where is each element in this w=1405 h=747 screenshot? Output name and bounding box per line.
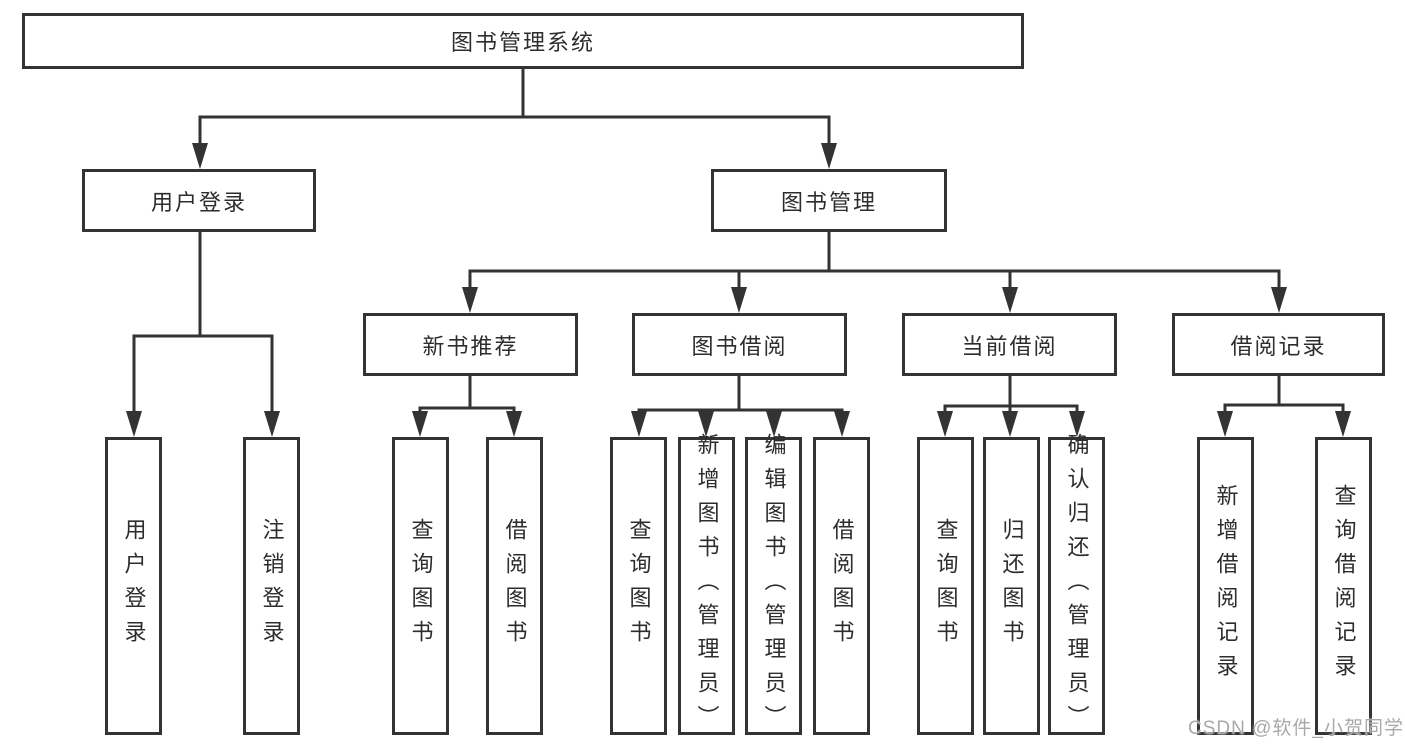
node-bb-query-books: 查询图书	[610, 437, 667, 735]
arrowheads	[126, 143, 1351, 437]
csdn-watermark: CSDN @软件_小贺同学	[1188, 718, 1404, 739]
node-bb-edit-books-admin: 编辑图书（管理员）	[745, 433, 802, 739]
node-cb-return-books: 归还图书	[983, 437, 1040, 735]
leaf-label: 查询图书	[408, 518, 434, 654]
leaf-label: 注销登录	[259, 518, 285, 654]
node-logout: 注销登录	[243, 437, 300, 735]
node-user-login-leaf: 用户登录	[105, 437, 162, 735]
leaf-label: 归还图书	[999, 518, 1025, 654]
node-new-book-recommend: 新书推荐	[363, 313, 578, 376]
node-nr-borrow-books: 借阅图书	[486, 437, 543, 735]
leaf-label: 新增借阅记录	[1213, 484, 1239, 688]
node-cb-confirm-return-admin: 确认归还（管理员）	[1048, 433, 1105, 739]
leaf-label: 用户登录	[121, 518, 147, 654]
node-nr-query-books: 查询图书	[392, 437, 449, 735]
node-library-management-system: 图书管理系统	[22, 13, 1024, 69]
node-br-add-record: 新增借阅记录	[1197, 437, 1254, 735]
node-book-management: 图书管理	[711, 169, 947, 232]
node-bb-add-books-admin: 新增图书（管理员）	[678, 433, 735, 739]
node-bb-borrow-books: 借阅图书	[813, 437, 870, 735]
leaf-label: 借阅图书	[502, 518, 528, 654]
node-borrow-records: 借阅记录	[1172, 313, 1385, 376]
leaf-label: 编辑图书（管理员）	[761, 433, 787, 739]
node-book-borrow: 图书借阅	[632, 313, 847, 376]
node-current-borrow: 当前借阅	[902, 313, 1117, 376]
node-br-query-record: 查询借阅记录	[1315, 437, 1372, 735]
leaf-label: 借阅图书	[829, 518, 855, 654]
node-cb-query-books: 查询图书	[917, 437, 974, 735]
leaf-label: 确认归还（管理员）	[1064, 433, 1090, 739]
leaf-label: 查询图书	[933, 518, 959, 654]
leaf-label: 查询借阅记录	[1331, 484, 1357, 688]
node-user-login: 用户登录	[82, 169, 316, 232]
leaf-label: 查询图书	[626, 518, 652, 654]
leaf-label: 新增图书（管理员）	[694, 433, 720, 739]
